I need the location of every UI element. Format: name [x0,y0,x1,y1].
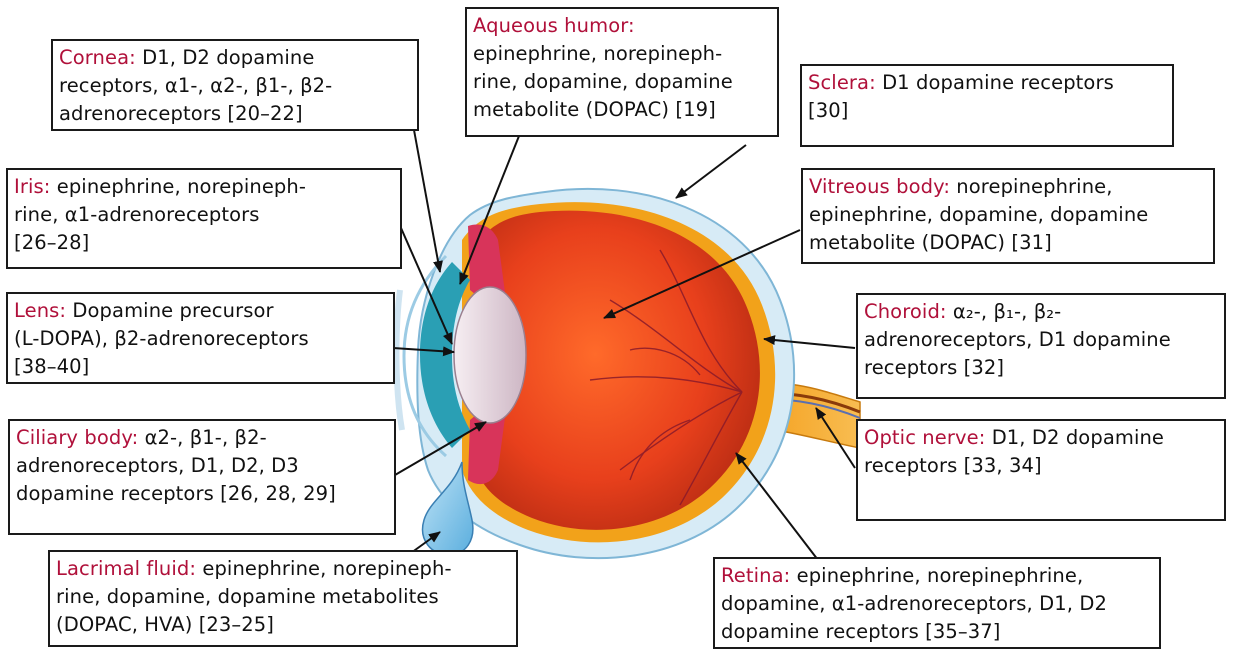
label-cornea-title: Cornea: [59,46,136,69]
label-iris-title: Iris: [14,175,50,198]
label-sclera-title: Sclera: [808,71,876,94]
label-vitreous-title: Vitreous body: [809,175,950,198]
label-vitreous-line: metabolite (DOPAC) [31] [809,231,1052,254]
label-aqueous-line: rine, dopamine, dopamine [473,70,733,93]
label-lens-title: Lens: [14,299,66,322]
arrow-retina [736,453,818,560]
label-ciliary-line: adrenoreceptors, D1, D2, D3 [16,454,299,477]
label-cornea-line: adrenoreceptors [20–22] [59,102,303,125]
label-iris-line: rine, α1-adrenoreceptors [14,203,260,226]
label-lens-line: Dopamine precursor [66,299,274,322]
label-sclera-line: D1 dopamine receptors [876,71,1114,94]
label-aqueous-humor: Aqueous humor: epinephrine, norepineph- … [465,7,779,137]
label-cornea: Cornea: D1, D2 dopamine receptors, α1-, … [51,39,419,131]
label-lens-line: [38–40] [14,355,89,378]
label-retina-line: epinephrine, norepinephrine, [790,564,1083,587]
label-vitreous-line: norepinephrine, [950,175,1113,198]
label-retina: Retina: epinephrine, norepinephrine, dop… [713,557,1161,649]
label-optic-line: D1, D2 dopamine [985,426,1164,449]
label-ciliary-body: Ciliary body: α2-, β1-, β2- adrenorecept… [8,419,396,535]
label-cornea-line: receptors, α1-, α2-, β1-, β2- [59,74,332,97]
label-choroid-title: Choroid: [864,300,947,323]
label-sclera-line: [30] [808,99,848,122]
label-lens-line: (L-DOPA), β2-adrenoreceptors [14,327,309,350]
label-cornea-line: D1, D2 dopamine [136,46,315,69]
label-iris-line: [26–28] [14,231,89,254]
label-lacrimal-line: (DOPAC, HVA) [23–25] [56,613,274,636]
label-retina-title: Retina: [721,564,790,587]
label-choroid: Choroid: α₂-, β₁-, β₂- adrenoreceptors, … [856,293,1226,399]
label-sclera: Sclera: D1 dopamine receptors [30] [800,64,1174,147]
label-retina-line: dopamine, α1-adrenoreceptors, D1, D2 [721,592,1107,615]
label-choroid-line: receptors [32] [864,356,1004,379]
label-iris-line: epinephrine, norepineph- [50,175,306,198]
label-ciliary-title: Ciliary body: [16,426,138,449]
label-choroid-line: α₂-, β₁-, β₂- [947,300,1062,323]
label-lens: Lens: Dopamine precursor (L-DOPA), β2-ad… [6,292,395,384]
arrow-sclera [676,145,746,198]
label-iris: Iris: epinephrine, norepineph- rine, α1-… [6,168,402,269]
label-lacrimal-line: epinephrine, norepineph- [196,557,452,580]
label-ciliary-line: α2-, β1-, β2- [138,426,266,449]
label-vitreous-body: Vitreous body: norepinephrine, epinephri… [801,168,1215,264]
label-choroid-line: adrenoreceptors, D1 dopamine [864,328,1171,351]
label-retina-line: dopamine receptors [35–37] [721,620,1000,643]
arrow-cornea [414,130,440,272]
label-vitreous-line: epinephrine, dopamine, dopamine [809,203,1148,226]
label-optic-nerve: Optic nerve: D1, D2 dopamine receptors [… [856,419,1226,521]
label-ciliary-line: dopamine receptors [26, 28, 29] [16,482,336,505]
label-lacrimal-line: rine, dopamine, dopamine metabolites [56,585,439,608]
label-aqueous-line: metabolite (DOPAC) [19] [473,98,716,121]
lens-shape [454,287,526,423]
label-aqueous-line: epinephrine, norepineph- [473,42,722,65]
label-lacrimal-title: Lacrimal fluid: [56,557,196,580]
label-lacrimal-fluid: Lacrimal fluid: epinephrine, norepineph-… [48,550,518,647]
label-optic-line: receptors [33, 34] [864,454,1042,477]
label-aqueous-title: Aqueous humor: [473,14,635,37]
label-optic-title: Optic nerve: [864,426,985,449]
